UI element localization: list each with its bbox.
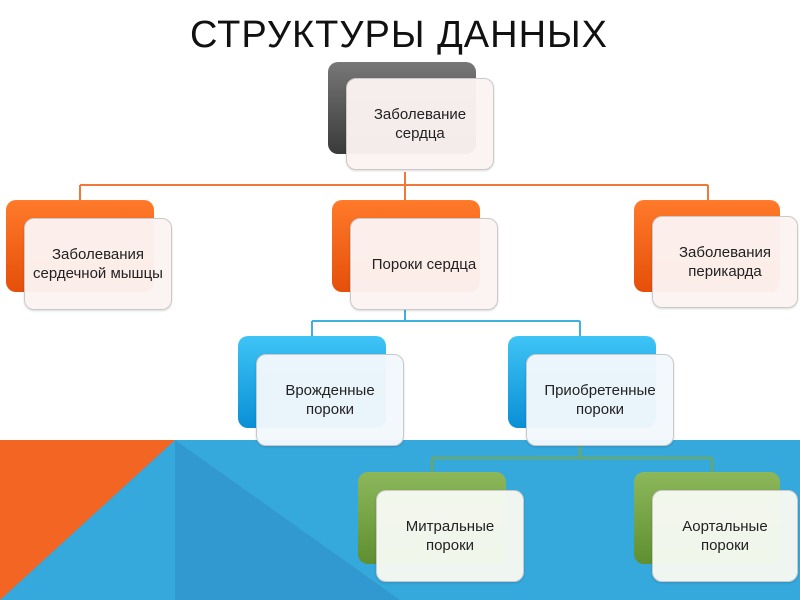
node-defects[interactable]: Пороки сердца bbox=[332, 200, 498, 312]
node-aortic-box: Аортальные пороки bbox=[652, 490, 798, 582]
node-mitral-label: Митральные пороки bbox=[405, 518, 495, 554]
node-defects-box: Пороки сердца bbox=[350, 218, 498, 310]
background-orange-triangle bbox=[0, 440, 175, 600]
node-acquired[interactable]: Приобретенные пороки bbox=[508, 336, 674, 448]
slide-title: СТРУКТУРЫ ДАННЫХ bbox=[190, 14, 609, 56]
node-acquired-box: Приобретенные пороки bbox=[526, 354, 674, 446]
node-myocardium-box: Заболевания сердечной мышцы bbox=[24, 218, 172, 310]
node-congenital-label: Врожденные пороки bbox=[285, 382, 375, 418]
node-acquired-label: Приобретенные пороки bbox=[544, 382, 656, 418]
node-aortic-label: Аортальные пороки bbox=[682, 518, 768, 554]
node-pericardium[interactable]: Заболевания перикарда bbox=[634, 200, 800, 310]
node-congenital-box: Врожденные пороки bbox=[256, 354, 404, 446]
node-defects-label: Пороки сердца bbox=[371, 255, 477, 273]
node-root-label: Заболевание сердца bbox=[373, 106, 467, 142]
node-myocardium-label: Заболевания сердечной мышцы bbox=[33, 246, 163, 282]
node-root[interactable]: Заболевание сердца bbox=[328, 62, 496, 172]
node-pericardium-box: Заболевания перикарда bbox=[652, 216, 798, 308]
node-pericardium-label: Заболевания перикарда bbox=[678, 244, 772, 280]
node-myocardium[interactable]: Заболевания сердечной мышцы bbox=[6, 200, 172, 312]
node-aortic[interactable]: Аортальные пороки bbox=[634, 472, 800, 584]
node-congenital[interactable]: Врожденные пороки bbox=[238, 336, 404, 448]
node-root-box: Заболевание сердца bbox=[346, 78, 494, 170]
background-dark-blue-triangle bbox=[175, 440, 400, 600]
node-mitral[interactable]: Митральные пороки bbox=[358, 472, 524, 584]
node-mitral-box: Митральные пороки bbox=[376, 490, 524, 582]
